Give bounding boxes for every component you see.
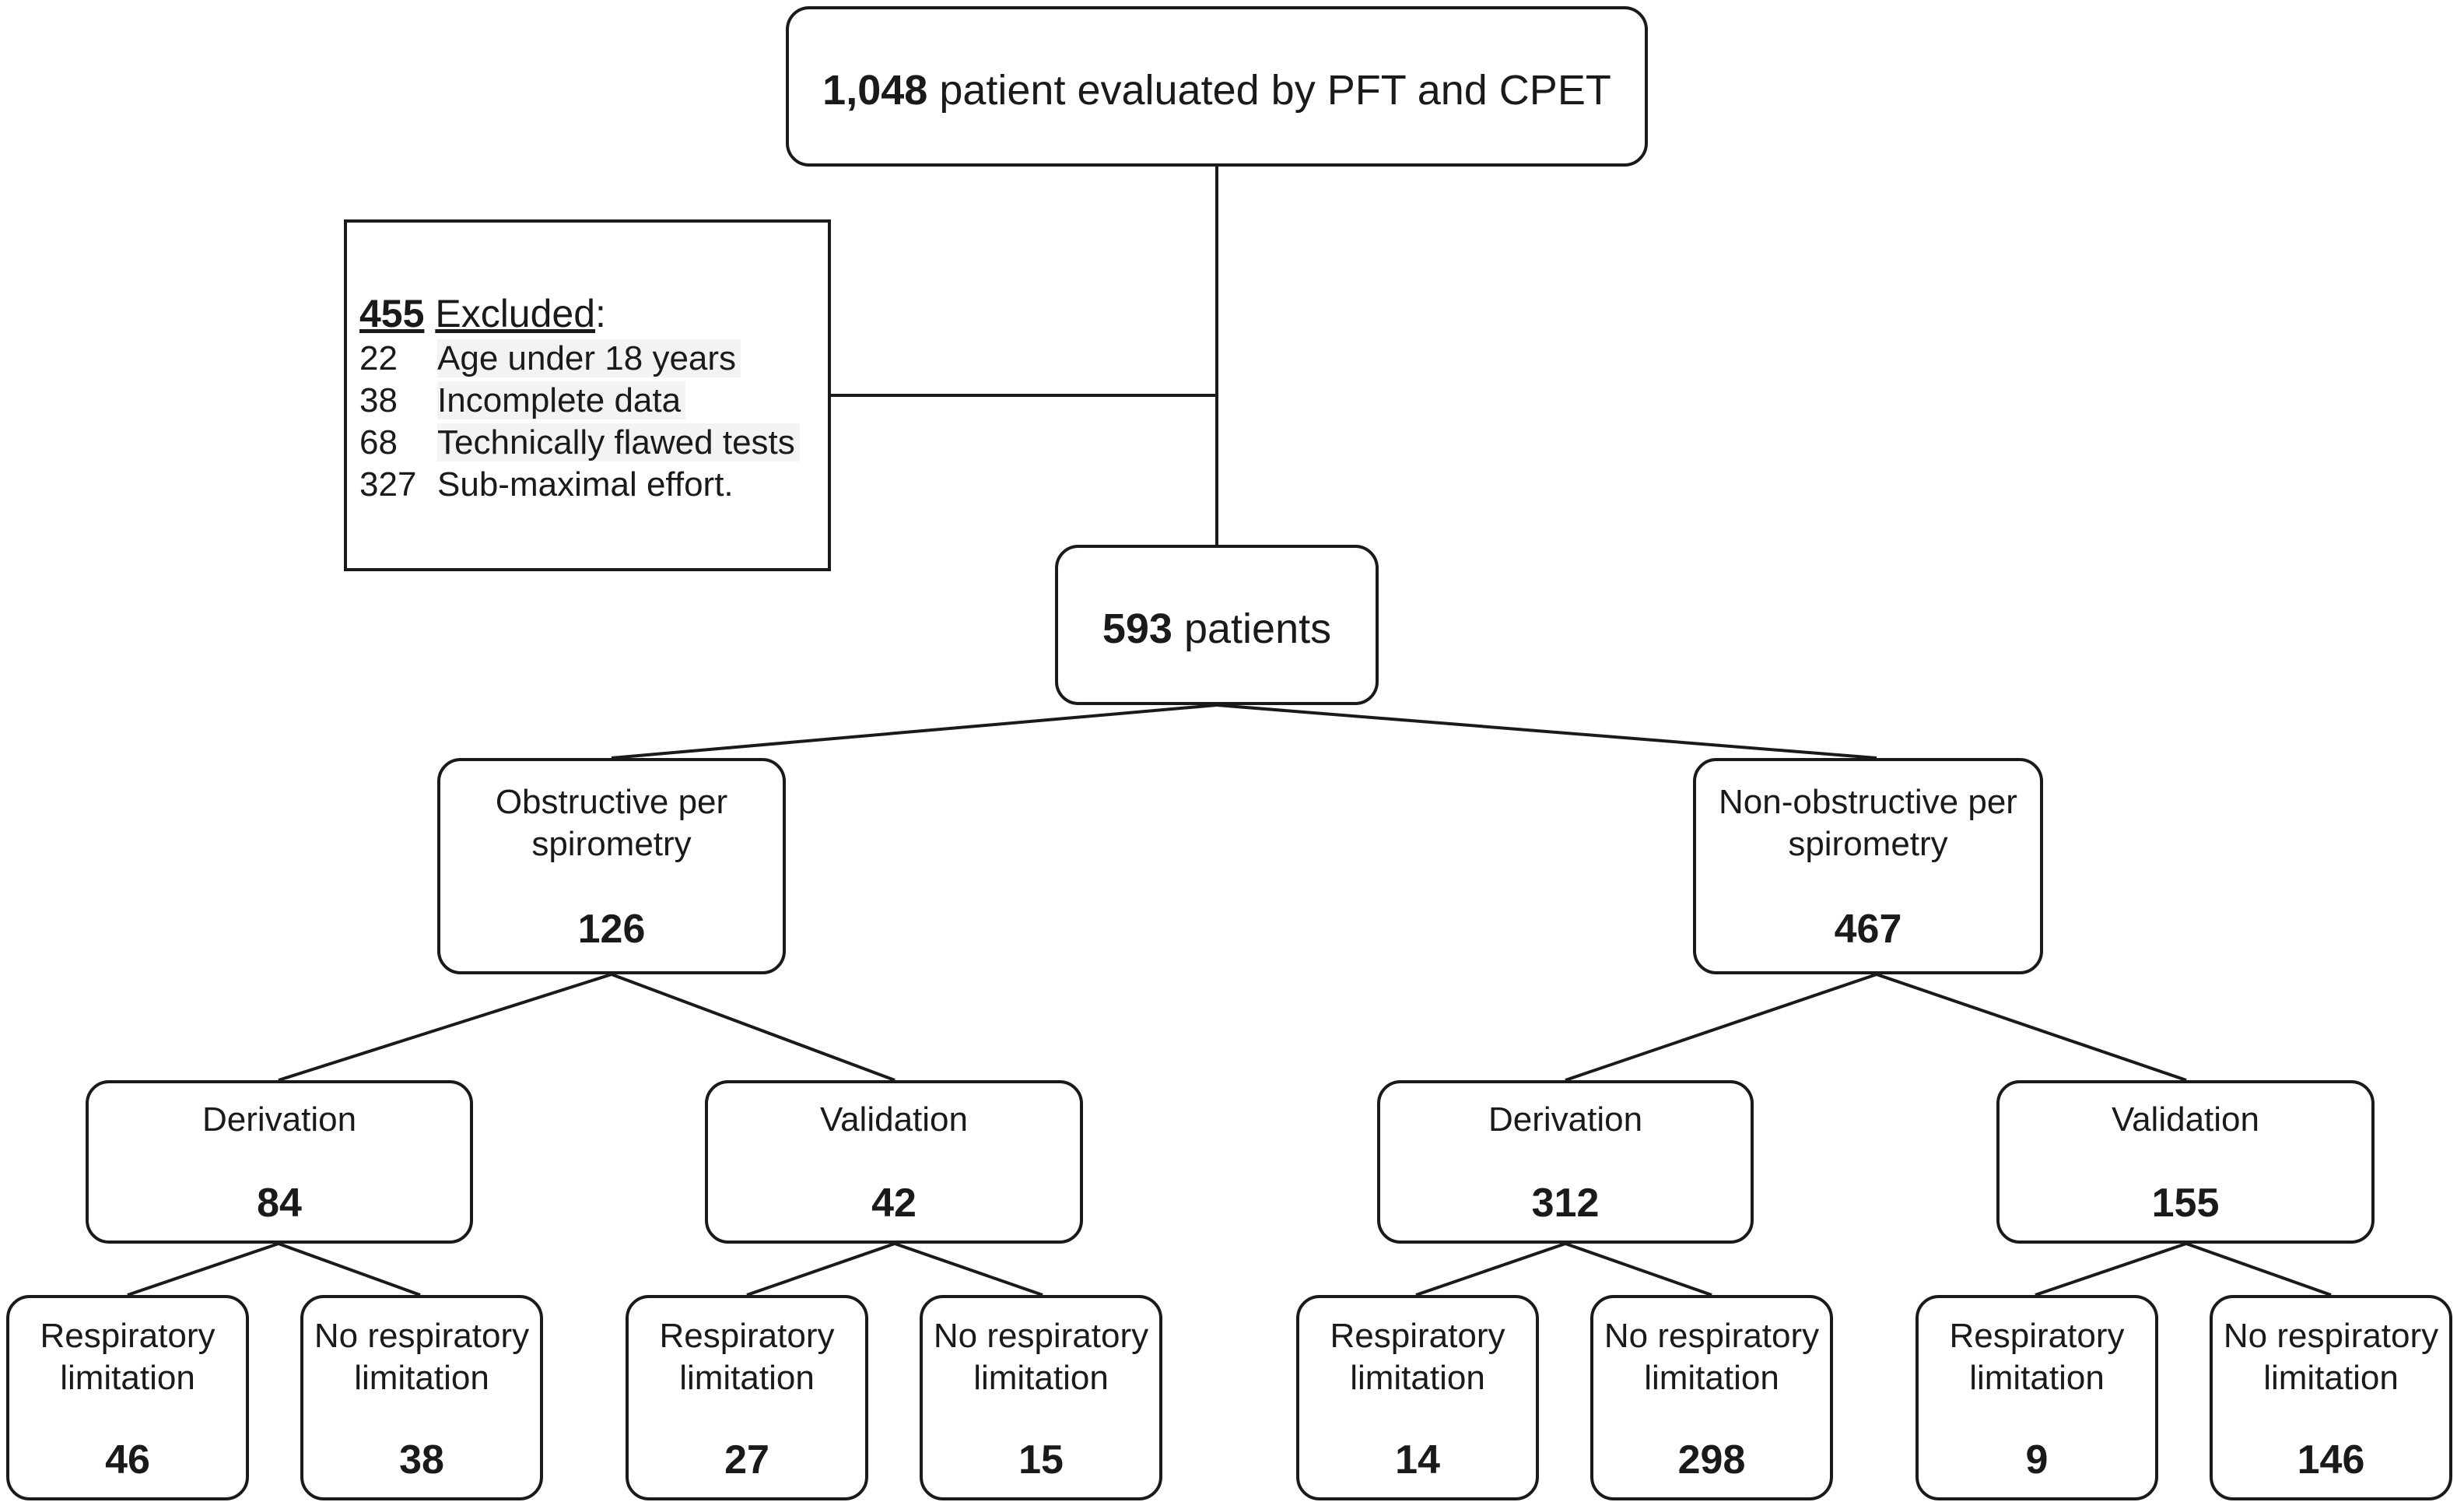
connector-593-to-nonobstructive [1216, 704, 1877, 760]
leaf-nonobs-derivation-noresp: No respiratory limitation 298 [1590, 1295, 1833, 1500]
set-label: Validation [2112, 1100, 2259, 1139]
set-label: Validation [820, 1100, 968, 1139]
excluded-item-count: 68 [359, 423, 398, 461]
excluded-item-reason: Incomplete data [437, 381, 686, 419]
excluded-word: Excluded [435, 292, 596, 335]
connector-593-to-obstructive [611, 704, 1218, 760]
set-label: Derivation [1488, 1100, 1643, 1139]
leaf-label-line1: No respiratory [314, 1317, 530, 1355]
set-count: 155 [2151, 1181, 2220, 1226]
leaf-nonobs-validation-resp: Respiratory limitation 9 [1915, 1295, 2158, 1500]
leaf-label-line1: Respiratory [1949, 1317, 2125, 1355]
excluded-count: 455 [359, 292, 425, 335]
leaf-label-line1: No respiratory [933, 1317, 1149, 1355]
leaf-label-line2: limitation [2263, 1359, 2399, 1397]
obstructive-label-line1: Obstructive per [495, 783, 728, 821]
leaf-label-line1: No respiratory [2223, 1317, 2439, 1355]
leaf-nonobs-validation-noresp: No respiratory limitation 146 [2210, 1295, 2452, 1500]
node-obstructive: Obstructive per spirometry 126 [437, 758, 786, 974]
excluded-item-count: 38 [359, 381, 398, 419]
leaf-count: 38 [399, 1437, 444, 1483]
leaf-label-line2: limitation [60, 1359, 195, 1397]
connector-d2-leaf1 [1415, 1242, 1566, 1297]
connector-v1-leaf1 [746, 1242, 896, 1297]
non-obstructive-count: 467 [1834, 907, 1902, 952]
leaf-count: 298 [1677, 1437, 1746, 1483]
leaf-obs-derivation-noresp: No respiratory limitation 38 [300, 1295, 543, 1500]
excluded-colon: : [595, 292, 606, 335]
node-non-obstructive-derivation: Derivation 312 [1377, 1080, 1754, 1244]
leaf-nonobs-derivation-resp: Respiratory limitation 14 [1296, 1295, 1539, 1500]
excluded-item-reason: Sub-maximal effort. [437, 465, 734, 504]
excluded-item-reason: Age under 18 years [437, 339, 741, 377]
leaf-count: 14 [1395, 1437, 1440, 1483]
connector-d1-leaf1 [127, 1242, 279, 1297]
excluded-item-reason: Technically flawed tests [437, 423, 800, 461]
node-total-evaluated: 1,048 patient evaluated by PFT and CPET [786, 6, 1648, 167]
connector-v2-leaf2 [2185, 1242, 2332, 1297]
connector-d2-leaf2 [1565, 1242, 1712, 1297]
connector-v1-leaf2 [894, 1242, 1043, 1297]
set-count: 84 [257, 1181, 302, 1226]
excluded-heading: 455 Excluded: [359, 291, 606, 336]
leaf-obs-validation-resp: Respiratory limitation 27 [626, 1295, 868, 1500]
set-label: Derivation [202, 1100, 357, 1139]
leaf-label-line1: No respiratory [1604, 1317, 1820, 1355]
excluded-item-count: 22 [359, 339, 398, 377]
node-obstructive-validation: Validation 42 [705, 1080, 1083, 1244]
excluded-item-count: 327 [359, 465, 417, 504]
leaf-label-line1: Respiratory [1330, 1317, 1505, 1355]
excluded-item: 38 Incomplete data [359, 380, 686, 422]
connector-nonobs-to-derivation [1565, 973, 1877, 1082]
excluded-item: 327 Sub-maximal effort. [359, 464, 734, 506]
obstructive-label-line2: spirometry [531, 825, 692, 863]
leaf-label-line2: limitation [1644, 1359, 1779, 1397]
leaf-obs-validation-noresp: No respiratory limitation 15 [920, 1295, 1162, 1500]
connector-obs-to-derivation [278, 973, 612, 1082]
leaf-obs-derivation-resp: Respiratory limitation 46 [6, 1295, 249, 1500]
node-obstructive-derivation: Derivation 84 [86, 1080, 473, 1244]
connector-nonobs-to-validation [1876, 973, 2187, 1082]
leaf-label-line2: limitation [1969, 1359, 2105, 1397]
node-non-obstructive-validation: Validation 155 [1996, 1080, 2375, 1244]
leaf-label-line2: limitation [973, 1359, 1109, 1397]
obstructive-count: 126 [577, 907, 646, 952]
leaf-count: 9 [2025, 1437, 2049, 1483]
total-count: 1,048 [822, 67, 928, 114]
leaf-label-line1: Respiratory [40, 1317, 216, 1355]
connector-d1-leaf2 [278, 1242, 421, 1297]
leaf-label-line2: limitation [679, 1359, 815, 1397]
connector-v2-leaf1 [2035, 1242, 2187, 1297]
leaf-label-line2: limitation [1350, 1359, 1485, 1397]
leaf-label-line2: limitation [354, 1359, 489, 1397]
leaf-count: 46 [105, 1437, 150, 1483]
leaf-count: 27 [724, 1437, 769, 1483]
node-non-obstructive: Non-obstructive per spirometry 467 [1693, 758, 2043, 974]
node-included-patients: 593 patients [1055, 545, 1379, 705]
non-obstructive-label-line2: spirometry [1788, 825, 1948, 863]
non-obstructive-label-line1: Non-obstructive per [1719, 783, 2017, 821]
set-count: 312 [1531, 1181, 1600, 1226]
connector-obs-to-validation [611, 973, 896, 1082]
leaf-label-line1: Respiratory [659, 1317, 835, 1355]
included-count: 593 [1102, 605, 1172, 652]
included-text: patients [1183, 605, 1332, 652]
leaf-count: 15 [1018, 1437, 1064, 1483]
total-text: patient evaluated by PFT and CPET [939, 67, 1611, 114]
set-count: 42 [871, 1181, 917, 1226]
excluded-box: 455 Excluded: 22 Age under 18 years 38 Inc… [344, 219, 831, 571]
excluded-item: 68 Technically flawed tests [359, 422, 800, 464]
excluded-item: 22 Age under 18 years [359, 338, 741, 380]
leaf-count: 146 [2297, 1437, 2365, 1483]
